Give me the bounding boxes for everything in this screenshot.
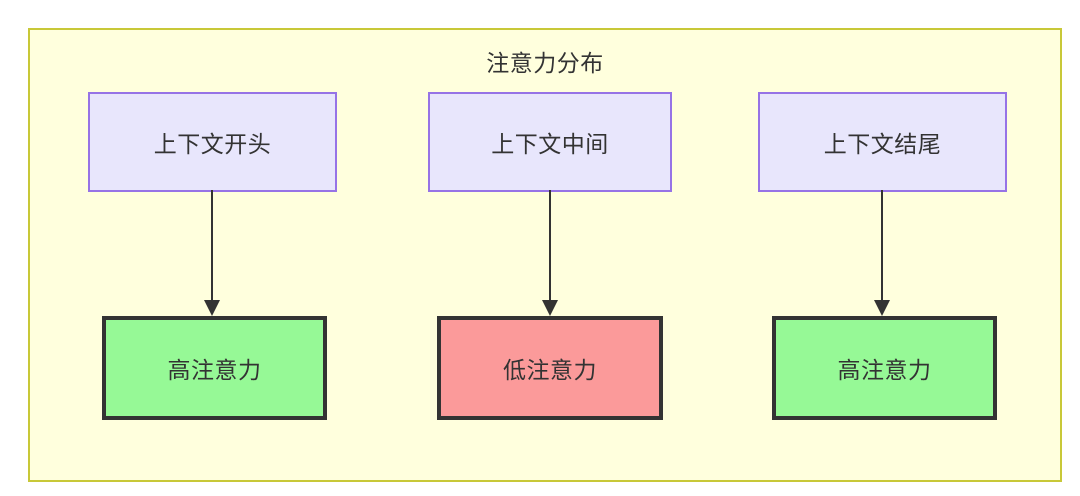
node-label: 低注意力 — [503, 357, 597, 383]
node-attention-low-middle[interactable]: 低注意力 — [437, 316, 663, 420]
arrow-down-icon — [874, 300, 890, 316]
node-attention-high-start[interactable]: 高注意力 — [102, 316, 327, 420]
edge-context-start-to-attention — [204, 190, 220, 316]
node-label: 高注意力 — [167, 357, 262, 383]
node-label: 上下文开头 — [153, 131, 272, 157]
node-label: 上下文结尾 — [823, 131, 942, 157]
node-context-start[interactable]: 上下文开头 — [88, 92, 337, 192]
node-label: 上下文中间 — [491, 131, 609, 157]
cluster-title: 注意力分布 — [486, 50, 604, 76]
arrow-down-icon — [542, 300, 558, 316]
edge-context-end-to-attention — [874, 190, 890, 316]
node-context-end[interactable]: 上下文结尾 — [758, 92, 1007, 192]
edge-context-middle-to-attention — [542, 190, 558, 316]
node-label: 高注意力 — [837, 357, 932, 383]
node-attention-high-end[interactable]: 高注意力 — [772, 316, 997, 420]
arrow-down-icon — [204, 300, 220, 316]
node-context-middle[interactable]: 上下文中间 — [428, 92, 672, 192]
